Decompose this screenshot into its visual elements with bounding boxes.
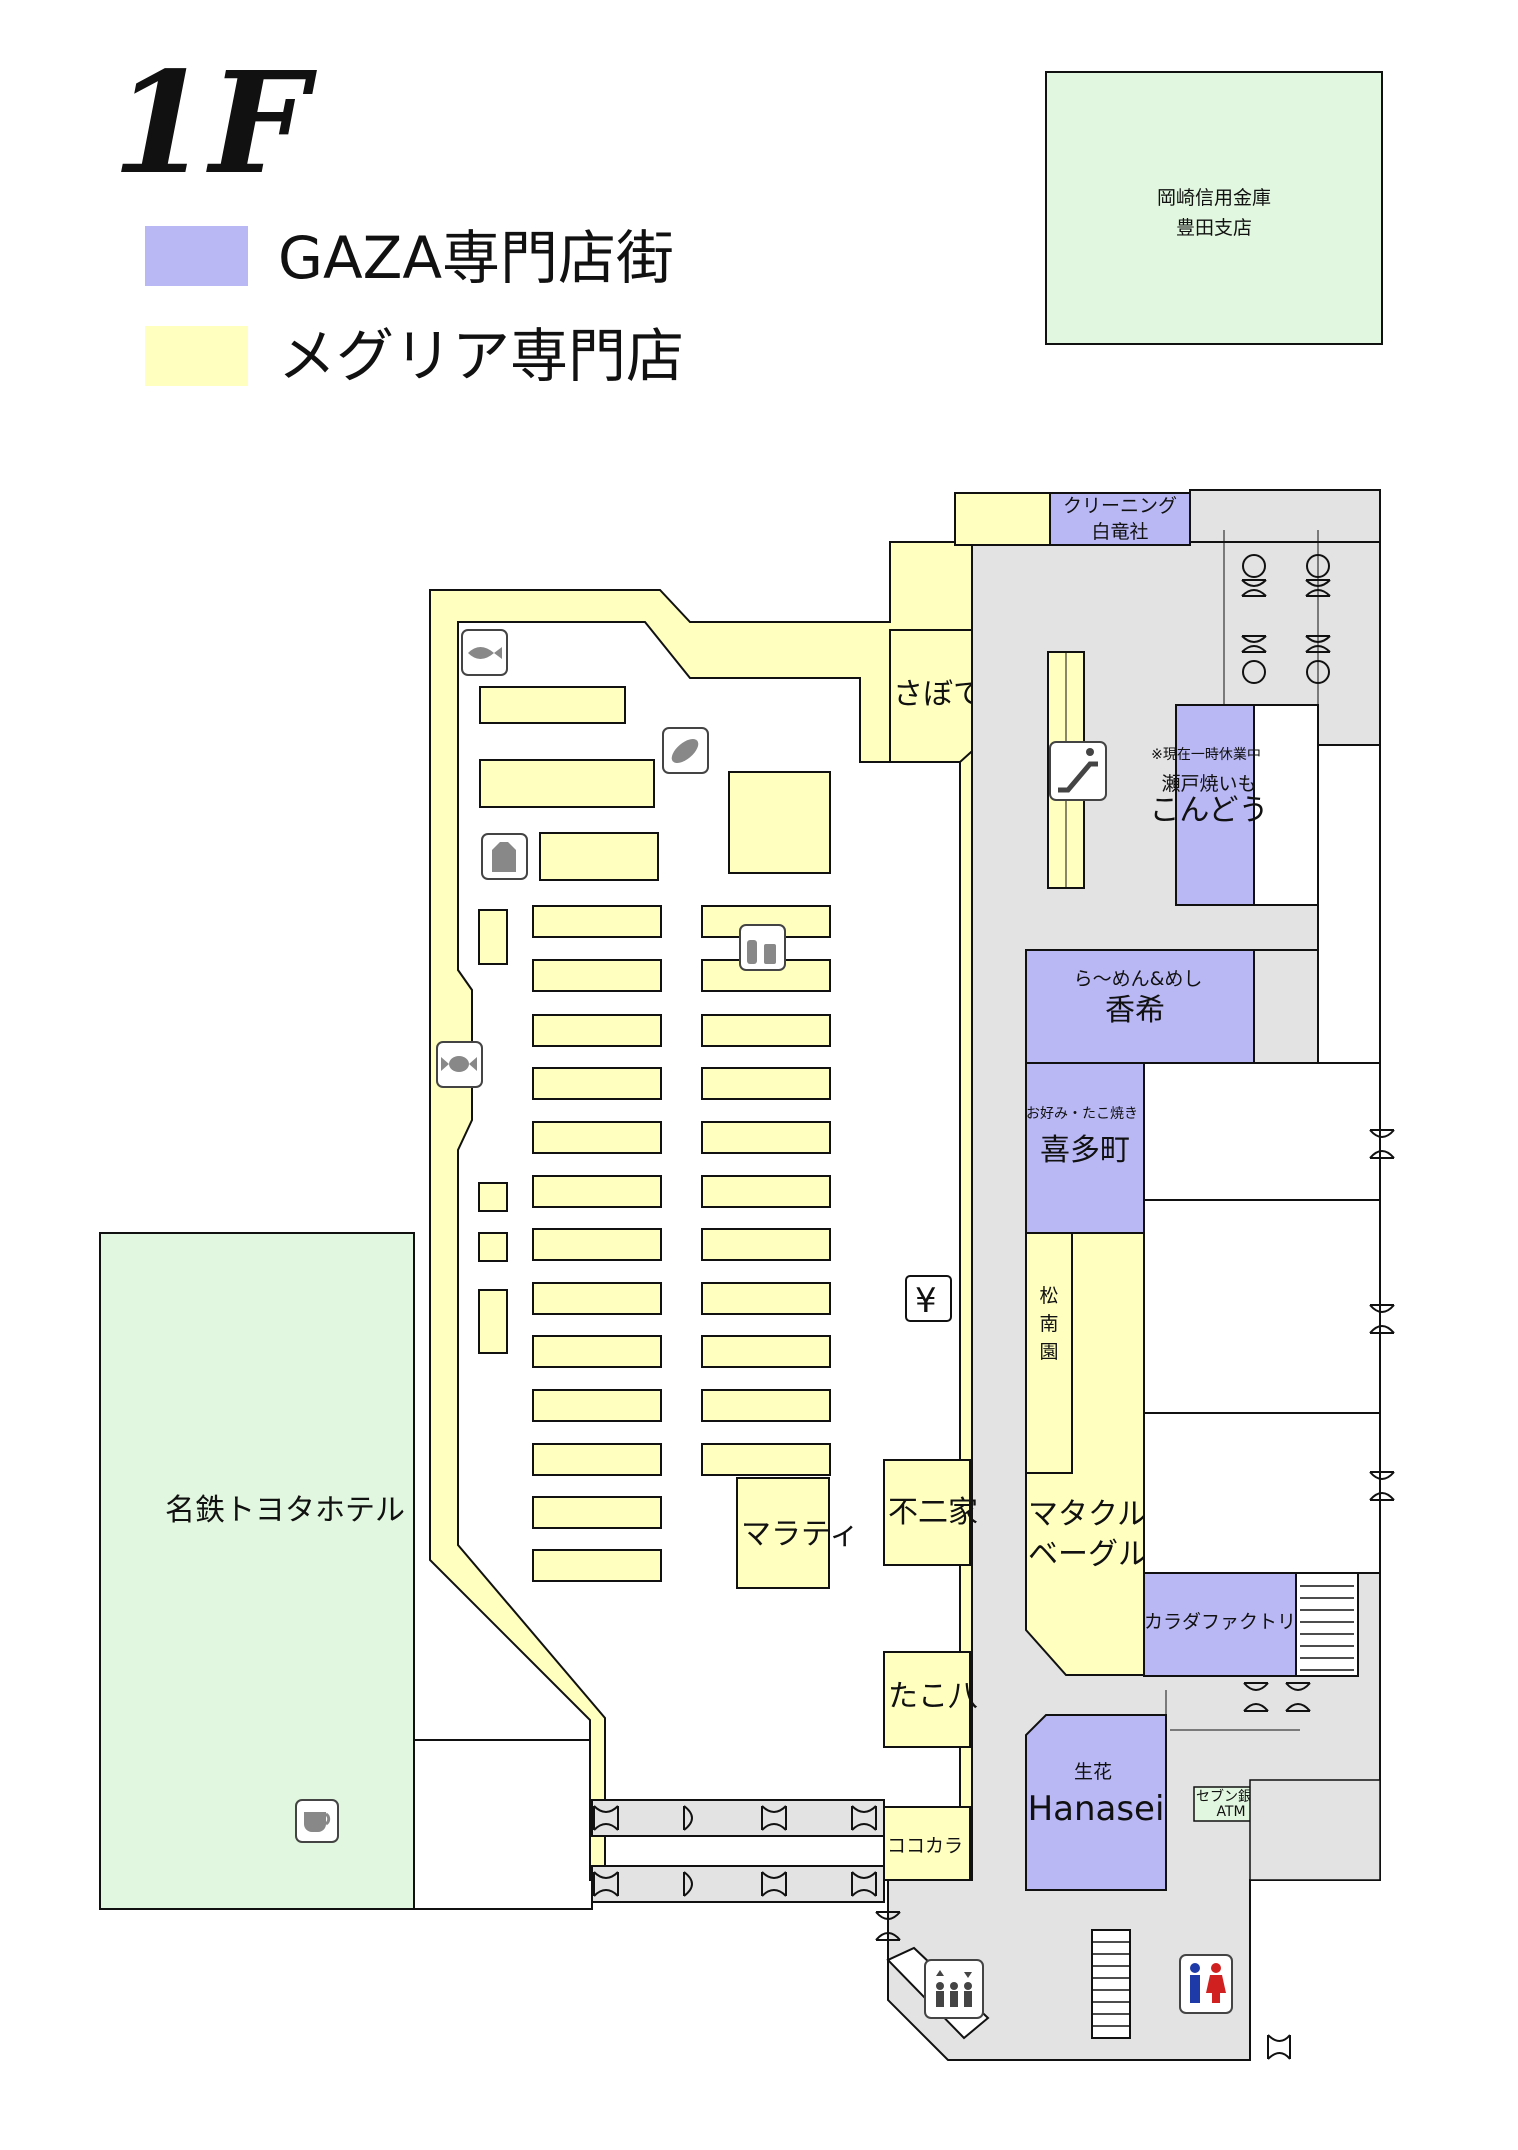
cleaning-label-line1: クリーニング — [1063, 495, 1177, 517]
shelf-group-left — [478, 686, 662, 1582]
door-icons — [593, 554, 1395, 2060]
fujiya-label: 不二家 — [888, 1495, 978, 1530]
shop-takohachi[interactable]: たこ八 — [883, 1651, 978, 1748]
bank-label-line1: 岡崎信用金庫 — [1157, 187, 1271, 209]
kouki-label-line1: ら～めん&めし — [1074, 968, 1203, 990]
legend-label-meguria: メグリア専門店 — [278, 322, 684, 390]
kondou-label-line2: こんどう — [1149, 793, 1268, 828]
hanasei-label-line1: 生花 — [1074, 1761, 1112, 1783]
kitamachi-label-line1: お好み・たこ焼き — [1026, 1106, 1138, 1122]
entrance-corridor — [591, 1799, 885, 1903]
kondou-label-line1: 瀬戸焼いも — [1161, 773, 1256, 795]
shop-kouki[interactable]: ら～めん&めし 香希 — [1025, 949, 1255, 1064]
kitamachi-label-line2: 喜多町 — [1040, 1133, 1130, 1168]
shop-karada-factory[interactable]: カラダファクトリー — [1143, 1572, 1315, 1677]
hotel-annex — [413, 1739, 593, 1910]
shelf-group-right — [701, 771, 831, 1476]
corridor-top — [1189, 489, 1381, 543]
karada-label: カラダファクトリー — [1144, 1611, 1315, 1633]
escalator-icon — [1049, 741, 1107, 801]
stairs-right — [1295, 1572, 1359, 1677]
takohachi-label: たこ八 — [888, 1679, 978, 1714]
cleaning-label-line2: 白竜社 — [1091, 521, 1148, 543]
shop-matakuru-bagel[interactable]: マタクル ベーグル — [1025, 1232, 1148, 1676]
hanasei-label-line2: Hanasei — [1028, 1789, 1165, 1829]
elevator-icon — [924, 1959, 984, 2019]
stairs-bottom — [1091, 1929, 1131, 2039]
bank-label-line2: 豊田支店 — [1176, 217, 1252, 239]
atm-label-line2: ATM — [1216, 1804, 1245, 1820]
yen-icon: ¥ — [905, 1275, 952, 1322]
legend-label-gaza: GAZA専門店街 — [278, 224, 674, 292]
hotel-label: 名鉄トヨタホテル — [165, 1493, 405, 1528]
bottles-icon — [739, 924, 786, 971]
shop-marathi[interactable]: マラティ — [736, 1477, 859, 1589]
atm-label-line1: セブン銀行 — [1196, 1788, 1266, 1805]
shop-cococara[interactable]: ココカラ — [883, 1806, 971, 1881]
legend-swatch-meguria — [145, 326, 248, 386]
shop-kitamachi[interactable]: お好み・たこ焼き 喜多町 — [1025, 1062, 1145, 1234]
right-units — [1143, 1062, 1381, 1574]
coffee-icon — [295, 1799, 339, 1843]
storage-top — [954, 492, 1051, 546]
shounanen-char-1: 松 — [1039, 1285, 1058, 1307]
fish-icon — [461, 629, 508, 676]
shop-kondou[interactable]: ※現在一時休業中 瀬戸焼いも こんどう — [1149, 704, 1319, 906]
matakuru-label-line2: ベーグル — [1028, 1537, 1148, 1572]
shounanen-char-3: 園 — [1039, 1341, 1058, 1363]
bread-icon — [662, 727, 709, 774]
marathi-label: マラティ — [741, 1517, 859, 1552]
shop-hanasei[interactable]: 生花 Hanasei — [1025, 1714, 1167, 1891]
milk-icon — [481, 833, 528, 880]
shounanen-char-2: 南 — [1039, 1313, 1058, 1335]
legend-swatch-gaza — [145, 226, 248, 286]
shop-cleaning-hakuryusha[interactable]: クリーニング 白竜社 — [1049, 492, 1191, 546]
shop-shounanen[interactable]: 松 南 園 — [1025, 1232, 1073, 1474]
restroom-icon — [1179, 1954, 1233, 2014]
service-room — [1249, 1779, 1381, 1881]
cococara-label: ココカラ — [887, 1835, 963, 1857]
meitetsu-toyota-hotel[interactable]: 名鉄トヨタホテル — [99, 1232, 415, 1910]
bank-okazaki-shinkin[interactable]: 岡崎信用金庫 豊田支店 — [1045, 71, 1383, 345]
floor-title: 1F — [112, 42, 317, 206]
yen-symbol: ¥ — [915, 1281, 937, 1321]
shop-fujiya[interactable]: 不二家 — [883, 1459, 978, 1566]
kouki-label-line2: 香希 — [1105, 993, 1165, 1028]
candy-icon — [436, 1041, 483, 1088]
kondou-note: ※現在一時休業中 — [1151, 747, 1261, 763]
matakuru-label-line1: マタクル — [1028, 1497, 1147, 1532]
